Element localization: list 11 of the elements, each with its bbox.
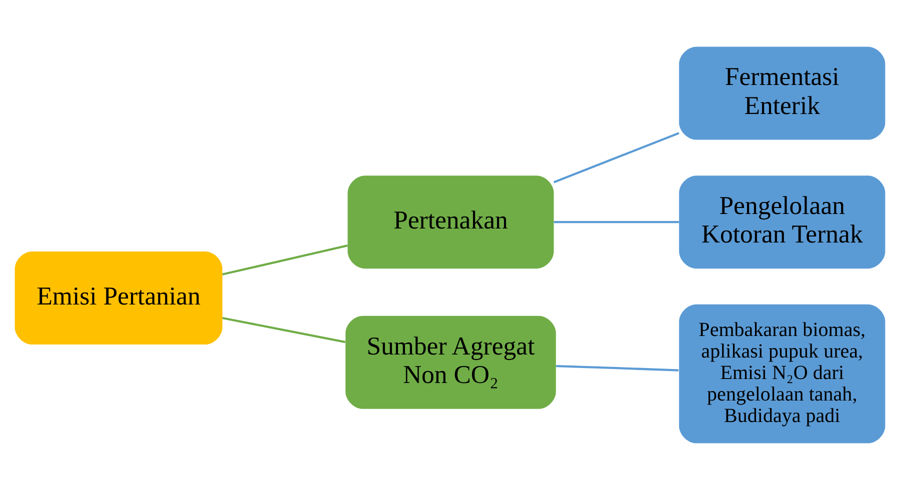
connector	[222, 316, 346, 343]
connector	[553, 132, 680, 183]
node-box: Pertenakan	[348, 175, 554, 268]
node-box: Pembakaran biomas, aplikasi pupuk urea, Emisi N₂O dari pengelolaan tanah, Budidaya padi	[679, 304, 886, 443]
node-box: Fermentasi Enterik	[679, 46, 886, 140]
node-box: Sumber Agregat Non CO₂	[346, 315, 556, 408]
node-box: Pengelolaan Kotoran Ternak	[679, 175, 886, 268]
node-box: Emisi Pertanian	[14, 250, 222, 344]
connector	[556, 364, 679, 371]
connector	[222, 244, 348, 275]
connector	[554, 220, 679, 223]
